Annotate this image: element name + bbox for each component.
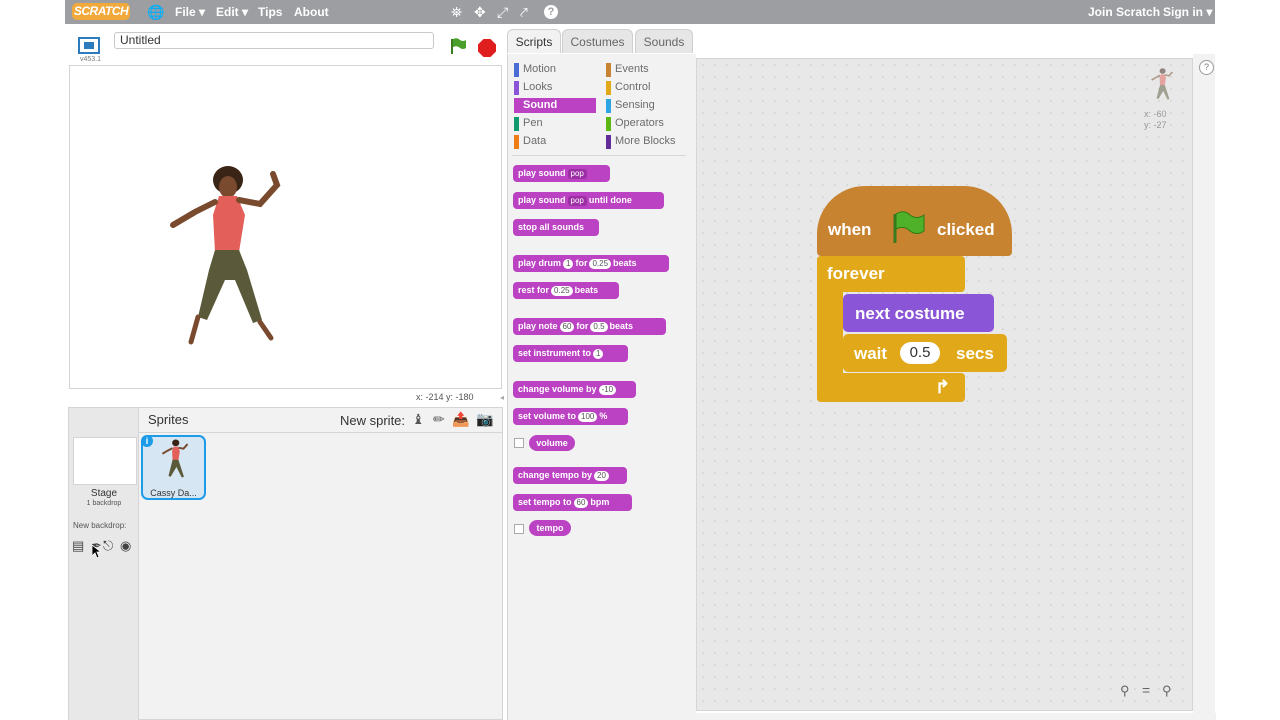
edit-menu[interactable]: Edit ▾ — [216, 5, 249, 19]
help-icon[interactable]: ? — [544, 5, 558, 19]
sign-in-menu[interactable]: Sign in ▾ — [1163, 5, 1213, 19]
dancer-sprite[interactable] — [165, 160, 285, 355]
stage-backdrop-count: 1 backdrop — [86, 500, 122, 507]
duplicate-icon[interactable]: ⛯ — [451, 4, 463, 20]
category-sound[interactable]: Sound — [514, 98, 596, 113]
sprites-title: Sprites — [148, 412, 189, 427]
zoom-in-icon[interactable]: ⚲ — [1162, 683, 1172, 698]
mouse-cursor-icon — [91, 544, 103, 564]
stage-mouse-coords: x: -214 y: -180 — [416, 392, 474, 402]
wait-label: wait — [854, 344, 888, 363]
category-control[interactable]: Control — [606, 80, 688, 95]
project-title-input[interactable] — [114, 32, 434, 49]
green-flag-icon — [890, 210, 926, 249]
category-pen[interactable]: Pen — [514, 116, 596, 131]
category-motion[interactable]: Motion — [514, 62, 596, 77]
category-operators[interactable]: Operators — [606, 116, 688, 131]
secs-label: secs — [956, 344, 994, 363]
paint-backdrop-icon[interactable]: ✒ — [91, 538, 102, 553]
stage-label: Stage — [90, 488, 118, 499]
category-sensing[interactable]: Sensing — [606, 98, 688, 113]
camera-sprite-icon[interactable]: 📷 — [476, 411, 494, 427]
hat-clicked-label: clicked — [937, 220, 995, 239]
tab-scripts[interactable]: Scripts — [507, 29, 561, 53]
help-icon[interactable]: ? — [1199, 60, 1214, 75]
join-scratch-link[interactable]: Join Scratch — [1088, 5, 1161, 19]
horizontal-scrollbar[interactable] — [508, 713, 1216, 720]
move-icon[interactable]: ✥ — [474, 4, 486, 20]
next-costume-block[interactable] — [843, 294, 994, 332]
wait-seconds-input[interactable]: 0.5 — [900, 342, 940, 364]
fullscreen-icon[interactable] — [78, 37, 100, 54]
about-link[interactable]: About — [294, 5, 329, 19]
tab-sounds[interactable]: Sounds — [635, 29, 693, 53]
reporter-tempo[interactable]: tempo — [529, 520, 571, 536]
version-label: v453.1 — [80, 56, 102, 63]
next-costume-label: next costume — [855, 304, 965, 323]
camera-backdrop-icon[interactable]: ◉ — [120, 538, 132, 553]
zoom-out-icon[interactable]: ⚲ — [1120, 683, 1130, 698]
stage-canvas[interactable] — [69, 65, 502, 389]
new-backdrop-label: New backdrop: — [73, 521, 127, 530]
sprite-name-label: Cassy Da... — [150, 488, 197, 498]
upload-backdrop-icon[interactable]: ⎋ — [103, 538, 114, 553]
category-looks[interactable]: Looks — [514, 80, 596, 95]
stop-button[interactable] — [478, 39, 496, 62]
sprite-thumbnail-image — [160, 438, 190, 489]
collapse-arrow-icon[interactable]: ◂ — [500, 393, 505, 402]
tempo-checkbox[interactable] — [514, 524, 524, 534]
page-margin — [0, 0, 65, 720]
menu-bar — [65, 0, 1215, 24]
tips-link[interactable]: Tips — [258, 5, 283, 19]
upload-sprite-icon[interactable]: 📤 — [452, 411, 470, 427]
scripts-area-gutter — [1193, 54, 1215, 720]
globe-icon[interactable]: 🌐 — [147, 4, 165, 20]
green-flag-button[interactable] — [449, 37, 467, 60]
new-sprite-label: New sprite: — [340, 413, 406, 428]
volume-checkbox[interactable] — [514, 438, 524, 448]
paint-new-sprite-icon[interactable]: ✏ — [433, 411, 445, 427]
shrink-icon[interactable]: ⤤ — [520, 4, 528, 20]
sprite-info-icon[interactable]: i — [141, 435, 153, 447]
forever-block[interactable] — [817, 256, 965, 292]
zoom-reset-icon[interactable]: = — [1142, 682, 1151, 698]
sprites-header — [139, 408, 502, 433]
file-menu[interactable]: File ▾ — [175, 5, 206, 19]
stage-thumbnail[interactable] — [73, 437, 137, 485]
category-more-blocks[interactable]: More Blocks — [606, 134, 688, 149]
block-stop-all-sounds[interactable]: stop all sounds — [513, 219, 599, 236]
choose-backdrop-icon[interactable]: ▤ — [72, 538, 85, 553]
loop-arrow-icon: ↱ — [935, 377, 951, 397]
choose-sprite-library-icon[interactable]: ♝ — [412, 411, 425, 427]
tab-costumes[interactable]: Costumes — [562, 29, 633, 53]
sprite-position-readout: x: -60 y: -27 — [1144, 109, 1167, 130]
category-data[interactable]: Data — [514, 134, 596, 149]
block-change-volume[interactable]: change volume by-10 — [513, 381, 636, 398]
category-events[interactable]: Events — [606, 62, 688, 77]
reporter-volume[interactable]: volume — [529, 435, 575, 451]
forever-label: forever — [827, 264, 885, 283]
hat-when-label: when — [828, 220, 872, 239]
current-sprite-preview — [1150, 67, 1174, 105]
scratch-logo[interactable]: SCRATCH — [72, 3, 130, 20]
palette-divider — [512, 155, 686, 156]
forever-block-bottom[interactable] — [817, 373, 965, 402]
grow-icon[interactable]: ⤢ — [497, 4, 509, 20]
